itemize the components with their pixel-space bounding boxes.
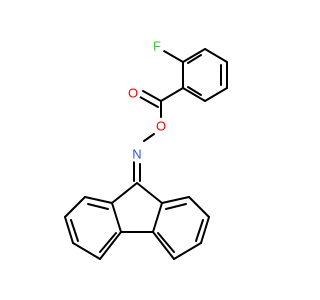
bond-right-1 bbox=[161, 196, 190, 204]
atom-label-carbonyl-oxygen: O bbox=[128, 86, 138, 101]
fluorene-five-ring bbox=[111, 182, 163, 233]
bond-five-2 bbox=[152, 202, 163, 233]
fluorene-left-ring bbox=[64, 196, 122, 260]
bond-c-f bbox=[163, 50, 184, 63]
atom-ester-oxygen: O bbox=[153, 118, 169, 134]
bond-right-3 bbox=[200, 216, 210, 244]
bond-ring-a-1 bbox=[204, 48, 228, 63]
bond-right-inner-2 bbox=[195, 219, 204, 242]
fluorophenyl-ring bbox=[182, 48, 228, 102]
bond-five-5 bbox=[111, 182, 138, 204]
bond-right-2 bbox=[188, 196, 210, 218]
bond-five-4 bbox=[111, 202, 122, 233]
molecule-structure-canvas: F O O N bbox=[64, 38, 228, 260]
bond-ring-a-6 bbox=[182, 48, 206, 63]
bond-left-inner-2 bbox=[70, 219, 79, 242]
bond-left-2 bbox=[64, 196, 86, 218]
bond-ring-a-inner-2 bbox=[187, 86, 202, 96]
bond-ring-a-4 bbox=[182, 87, 206, 102]
atom-label-imine-nitrogen: N bbox=[132, 147, 141, 162]
atom-carbonyl-oxygen: O bbox=[125, 85, 141, 101]
bond-ring-a-inner-3 bbox=[187, 54, 202, 64]
bond-right-inner-1 bbox=[165, 203, 187, 210]
fluorene-right-ring bbox=[152, 196, 210, 260]
molecule-drawing: F O O N bbox=[64, 38, 228, 260]
bond-ring-carbonyl bbox=[160, 87, 184, 102]
bond-c-o-double-2 bbox=[139, 96, 159, 108]
bond-left-5 bbox=[99, 231, 122, 260]
bond-left-inner-3 bbox=[99, 232, 117, 253]
bond-ring-a-3 bbox=[204, 87, 228, 102]
atom-fluorine: F bbox=[149, 38, 165, 54]
bond-right-5 bbox=[152, 231, 175, 260]
bond-left-inner-1 bbox=[87, 203, 109, 210]
atom-label-fluorine: F bbox=[153, 39, 161, 54]
bond-five-1 bbox=[136, 182, 163, 204]
bond-left-4 bbox=[72, 242, 101, 260]
bond-right-inner-3 bbox=[157, 232, 175, 253]
bond-o-n bbox=[143, 133, 155, 142]
bond-left-3 bbox=[64, 216, 74, 244]
bond-right-4 bbox=[173, 242, 202, 260]
atom-label-ester-oxygen: O bbox=[156, 119, 166, 134]
atom-imine-nitrogen: N bbox=[129, 146, 145, 162]
bond-c-o-double-1 bbox=[142, 90, 162, 102]
bond-left-1 bbox=[84, 196, 113, 204]
